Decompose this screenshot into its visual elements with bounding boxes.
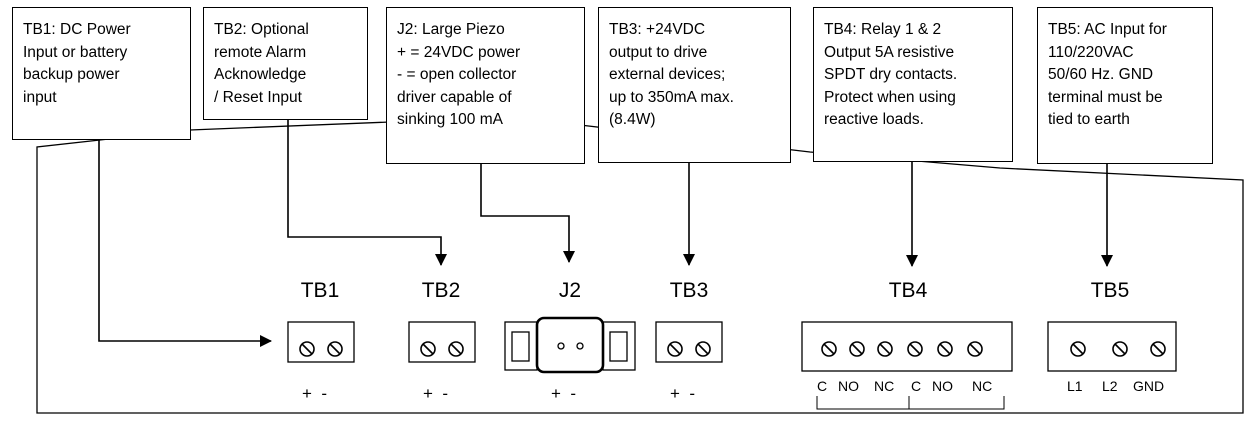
callout-line: TB5: AC Input for [1048,21,1167,38]
callout-line: J2: Large Piezo [397,21,505,38]
tb2-terminal-block [408,321,476,363]
callout-line: - = open collector [397,66,517,83]
callout-line: SPDT dry contacts. [824,66,958,83]
tb2-callout: TB2: Optional remote Alarm Acknowledge /… [203,7,368,120]
callout-line: input [23,88,57,106]
tb3-label: TB3 [669,279,709,302]
tb4-pin-label: NC [874,378,895,394]
callout-line: Protect when using [824,88,956,106]
callout-line: tied to earth [1048,111,1130,128]
callout-line: reactive loads. [824,111,924,128]
callout-line: Acknowledge [214,66,307,83]
callout-line: up to 350mA max. [609,88,734,106]
callout-line: output to drive [609,43,708,61]
callout-line: sinking 100 mA [397,111,503,128]
tb4-pin-label: NO [838,378,859,394]
callout-line: driver capable of [397,88,512,106]
tb1-terminal-block [287,321,355,363]
callout-line: backup power [23,66,120,83]
callout-line: 110/220VAC [1048,43,1134,61]
tb4-pin-label: NC [972,378,993,394]
tb1-pin-labels: + - [302,384,328,403]
callout-line: TB2: Optional [214,21,309,38]
tb4-pin-label: NO [932,378,953,394]
tb4-relay-bracket [816,396,1005,410]
tb2-leader-arrow [287,120,447,266]
callout-line: / Reset Input [214,88,302,106]
tb2-pin-labels: + - [423,384,449,403]
j2-pin-labels: + - [551,384,577,403]
callout-line: terminal must be [1048,88,1163,106]
callout-line: + = 24VDC power [397,43,521,61]
callout-line: 50/60 Hz. GND [1048,66,1154,83]
tb4-terminal-block [801,321,1013,372]
callout-line: (8.4W) [609,111,656,128]
tb3-pin-labels: + - [670,384,696,403]
callout-line: remote Alarm [214,43,307,61]
tb1-label: TB1 [300,279,340,302]
j2-leader-arrow [480,164,575,263]
callout-line: external devices; [609,66,726,83]
tb4-callout: TB4: Relay 1 & 2 Output 5A resistive SPD… [813,7,1013,162]
callout-line: Input or battery [23,43,128,61]
tb1-leader-arrow [98,140,272,347]
callout-line: TB1: DC Power [23,21,131,38]
callout-line: TB4: Relay 1 & 2 [824,21,942,38]
tb4-pin-label: C [911,378,922,394]
callout-line: Output 5A resistive [824,43,955,61]
tb5-callout: TB5: AC Input for 110/220VAC 50/60 Hz. G… [1037,7,1213,164]
tb4-pin-label: C [817,378,828,394]
j2-callout: J2: Large Piezo + = 24VDC power - = open… [386,7,585,164]
tb5-terminal-block [1047,321,1177,372]
j2-piezo-connector [504,316,636,374]
tb5-pin-label: L1 [1067,378,1083,394]
tb1-callout: TB1: DC Power Input or battery backup po… [12,7,191,140]
callout-line: TB3: +24VDC [609,21,706,38]
j2-label: J2 [558,279,582,302]
tb3-callout: TB3: +24VDC output to drive external dev… [598,7,791,163]
tb4-label: TB4 [888,279,928,302]
tb5-pin-label: GND [1133,378,1165,394]
tb3-terminal-block [655,321,723,363]
tb2-label: TB2 [421,279,461,302]
tb5-pin-label: L2 [1102,378,1118,394]
tb5-label: TB5 [1090,279,1130,302]
